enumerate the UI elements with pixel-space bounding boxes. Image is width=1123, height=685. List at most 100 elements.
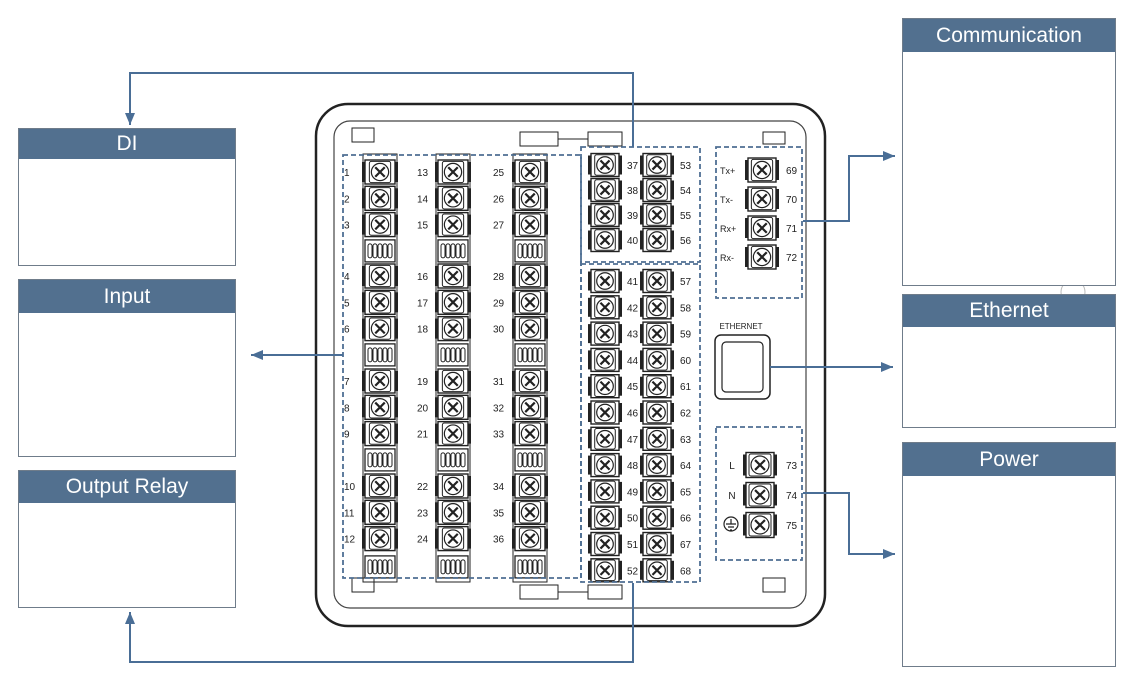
terminal-screw <box>435 394 471 420</box>
terminal-number: 36 <box>493 535 505 546</box>
terminal-number: 62 <box>680 409 692 420</box>
terminal-screw <box>512 394 548 420</box>
terminal-screw <box>640 152 674 178</box>
terminal-spacer <box>364 448 396 472</box>
terminal-number: 66 <box>680 514 692 525</box>
terminal-screw <box>745 186 779 212</box>
power-terminal-label: L <box>729 461 735 472</box>
terminal-number: 45 <box>627 382 639 393</box>
terminal-screw <box>435 499 471 525</box>
output-relay-panel-title: Output Relay <box>19 471 235 503</box>
terminal-screw <box>588 374 622 399</box>
terminal-number: 10 <box>344 482 356 493</box>
terminal-screw <box>588 479 622 504</box>
terminal-screw <box>640 558 674 583</box>
terminal-screw <box>435 159 471 185</box>
terminal-number: 61 <box>680 382 692 393</box>
terminal-number: 3 <box>344 221 350 232</box>
connector-top <box>519 131 623 147</box>
arrow-to-ethernet <box>770 362 893 372</box>
terminal-number: 39 <box>627 211 639 222</box>
terminal-screw <box>588 452 622 478</box>
terminal-spacer <box>514 239 546 263</box>
terminal-screw <box>512 159 548 185</box>
device-outline <box>314 102 827 628</box>
input-panel-title: Input <box>19 280 235 313</box>
corner-clip <box>762 131 786 145</box>
arrow-to-communication <box>803 151 895 222</box>
terminal-screw <box>640 321 674 346</box>
terminal-number: 37 <box>627 161 639 172</box>
terminal-number: 38 <box>627 186 639 197</box>
terminal-spacer <box>437 555 469 579</box>
terminal-number: 44 <box>627 356 639 367</box>
terminal-screw <box>435 211 471 238</box>
terminal-number: 40 <box>627 236 639 247</box>
terminal-number: 19 <box>417 377 429 388</box>
connector-bottom <box>519 584 623 600</box>
ethernet-panel-title: Ethernet <box>903 295 1115 327</box>
terminal-screw <box>435 420 471 447</box>
terminal-screw <box>640 452 674 478</box>
terminal-screw <box>588 400 622 425</box>
terminal-screw <box>512 525 548 552</box>
terminal-number: 33 <box>493 430 505 441</box>
relay-terminal-group <box>580 263 701 583</box>
terminal-number: 32 <box>493 403 505 414</box>
terminal-number: 72 <box>786 253 798 264</box>
terminal-screw <box>512 499 548 525</box>
terminal-number: 1 <box>344 168 350 179</box>
terminal-screw <box>588 347 622 373</box>
output-relay-panel: Output Relay <box>18 470 236 608</box>
power-panel-title: Power <box>903 443 1115 476</box>
terminal-screw <box>640 426 674 451</box>
communication-panel: Communication <box>902 18 1116 286</box>
ethernet-port <box>714 334 771 400</box>
terminal-number: 15 <box>417 221 429 232</box>
terminal-number: 31 <box>493 377 505 388</box>
terminal-screw <box>640 400 674 425</box>
rear-terminal-view <box>314 102 827 628</box>
comm-terminal-label: Rx+ <box>720 224 736 234</box>
terminal-screw <box>512 211 548 238</box>
terminal-screw <box>640 531 674 557</box>
terminal-number: 12 <box>344 535 356 546</box>
corner-clip <box>762 577 786 593</box>
arrow-to-input <box>251 350 343 360</box>
terminal-screw <box>588 426 622 451</box>
terminal-screw <box>435 525 471 552</box>
terminal-number: 46 <box>627 409 639 420</box>
arrow-to-output-relay <box>125 583 634 663</box>
input-panel: Input <box>18 279 236 457</box>
terminal-number: 24 <box>417 535 429 546</box>
terminal-screw <box>512 473 548 499</box>
terminal-number: 17 <box>417 298 429 309</box>
terminal-screw <box>435 315 471 342</box>
comm-terminal-group <box>715 146 803 299</box>
terminal-number: 30 <box>493 325 505 336</box>
comm-terminal-label: Rx- <box>720 253 734 263</box>
terminal-number: 5 <box>344 298 350 309</box>
terminal-number: 50 <box>627 514 639 525</box>
terminal-screw <box>743 481 777 509</box>
terminal-screw <box>435 473 471 499</box>
terminal-screw <box>640 374 674 399</box>
terminal-screw <box>512 289 548 315</box>
terminal-number: 4 <box>344 272 350 283</box>
terminal-screw <box>512 315 548 342</box>
arrow-to-di <box>125 72 634 147</box>
terminal-screw <box>640 227 674 253</box>
terminal-number: 11 <box>344 508 355 519</box>
terminal-column-col_b <box>435 153 471 583</box>
terminal-screw <box>743 511 777 539</box>
terminal-screw <box>640 202 674 228</box>
di-panel-title: DI <box>19 129 235 159</box>
terminal-number: 8 <box>344 403 350 414</box>
terminal-column-col_c <box>512 153 548 583</box>
terminal-number: 57 <box>680 277 692 288</box>
terminal-spacer <box>364 555 396 579</box>
di-panel: DI <box>18 128 236 266</box>
terminal-screw <box>362 394 398 420</box>
terminal-number: 26 <box>493 194 505 205</box>
terminal-number: 34 <box>493 482 505 493</box>
